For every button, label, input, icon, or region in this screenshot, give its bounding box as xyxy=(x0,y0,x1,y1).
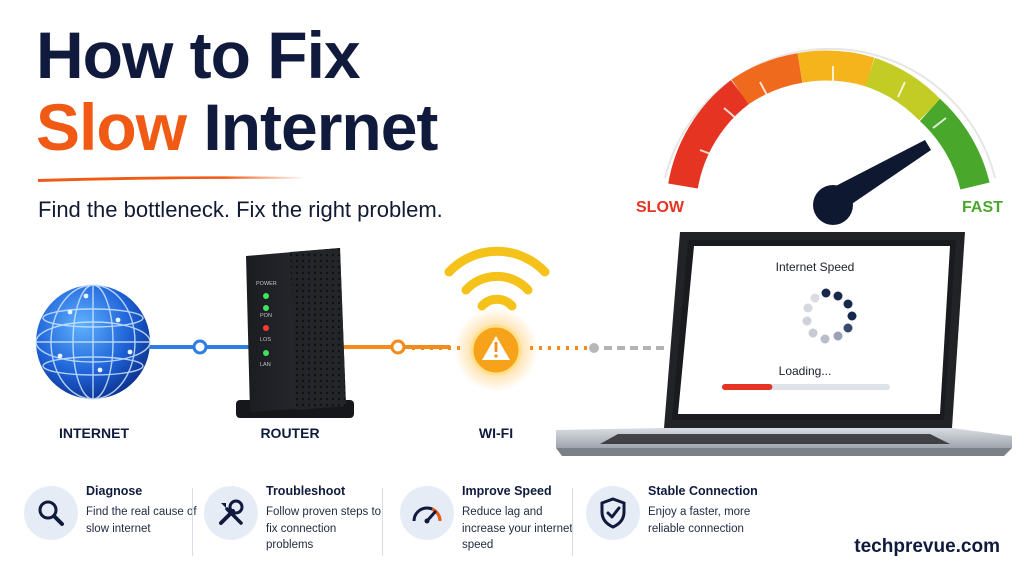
feature-desc: Find the real cause of slow internet xyxy=(86,506,197,535)
led-label-power: POWER xyxy=(256,281,277,287)
divider xyxy=(382,488,383,556)
title-underline xyxy=(38,176,306,182)
screen-title: Internet Speed xyxy=(775,260,855,274)
link-node xyxy=(390,339,406,355)
shield-check-icon xyxy=(586,486,640,540)
loading-spinner xyxy=(802,288,857,344)
led-label-los: LOS xyxy=(260,337,271,343)
feature-title: Troubleshoot xyxy=(266,484,346,498)
feature-improve-speed: Improve Speed Reduce lag and increase yo… xyxy=(396,482,586,562)
title-line-1: How to Fix xyxy=(36,18,361,92)
link-node xyxy=(192,339,208,355)
wifi-icon xyxy=(444,246,550,311)
gauge-slow-label: SLOW xyxy=(636,199,684,216)
feature-stable-connection: Stable Connection Enjoy a faster, more r… xyxy=(582,482,772,562)
feature-diagnose: Diagnose Find the real cause of slow int… xyxy=(20,482,210,562)
warning-icon xyxy=(454,308,538,392)
feature-troubleshoot: Troubleshoot Follow proven steps to fix … xyxy=(200,482,390,562)
gauge-needle xyxy=(828,140,931,212)
wifi-label: WI-FI xyxy=(478,425,514,441)
feature-desc: Enjoy a faster, more reliable connection xyxy=(648,506,751,535)
magnifier-icon xyxy=(24,486,78,540)
internet-label: INTERNET xyxy=(59,425,129,441)
router-icon: POWER PON LOS LAN xyxy=(236,248,354,418)
subtitle: Find the bottleneck. Fix the right probl… xyxy=(38,197,443,222)
router-label: ROUTER xyxy=(260,425,320,441)
gauge-hub xyxy=(813,185,853,225)
feature-title: Stable Connection xyxy=(648,484,758,498)
led-label-pon: PON xyxy=(260,313,272,319)
feature-desc: Reduce lag and increase your internet sp… xyxy=(462,506,573,551)
feature-title: Improve Speed xyxy=(462,484,552,498)
divider xyxy=(572,488,573,556)
tools-icon xyxy=(204,486,258,540)
title-accent-word: Slow xyxy=(36,90,187,164)
gauge-fast-label: FAST xyxy=(962,199,1003,216)
connection-lines xyxy=(150,339,668,355)
title-line-2: Slow Internet xyxy=(36,94,438,160)
hero-title: How to Fix Slow Internet xyxy=(36,18,438,160)
speedometer-icon xyxy=(400,486,454,540)
feature-title: Diagnose xyxy=(86,484,143,498)
led-label-lan: LAN xyxy=(260,362,271,368)
link-node xyxy=(589,343,599,353)
screen-loading-text: Loading... xyxy=(778,364,832,378)
title-rest: Internet xyxy=(186,90,438,164)
brand-url[interactable]: techprevue.com xyxy=(854,536,1000,557)
feature-desc: Follow proven steps to fix connection pr… xyxy=(266,506,382,551)
speed-gauge xyxy=(664,47,996,225)
keyboard xyxy=(600,434,950,444)
divider xyxy=(192,488,193,556)
globe-icon xyxy=(35,284,151,400)
laptop-icon xyxy=(556,232,1012,456)
progress-fill xyxy=(722,384,773,390)
feature-row: Diagnose Find the real cause of slow int… xyxy=(20,482,780,562)
